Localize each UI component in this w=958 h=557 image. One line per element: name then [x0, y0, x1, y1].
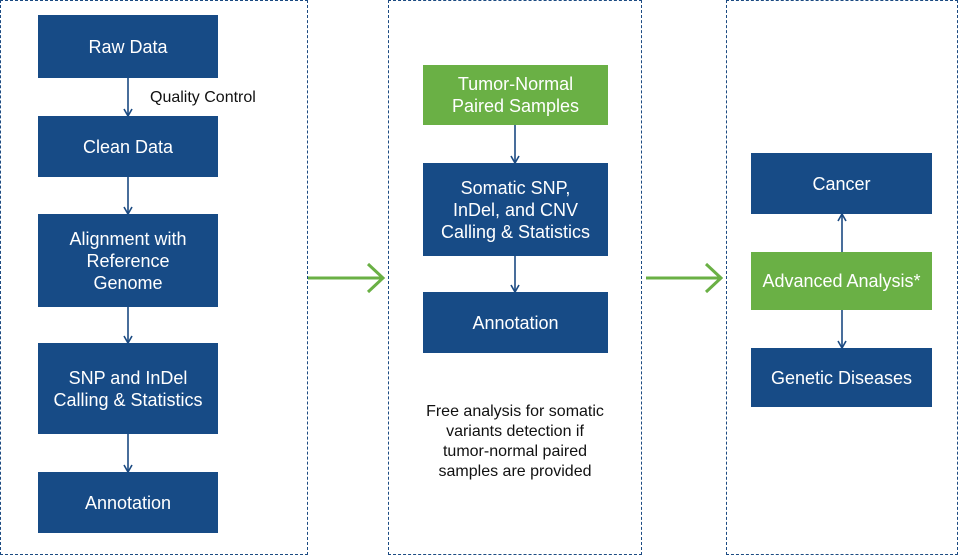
note-free-analysis: Free analysis for somatic variants detec… [426, 403, 604, 480]
box-genetic-diseases: Genetic Diseases [751, 348, 932, 407]
box-alignment-reference-genome: Alignment with Reference Genome [38, 214, 218, 307]
panel-somatic-pipeline [388, 0, 642, 555]
box-advanced-analysis: Advanced Analysis* [751, 252, 932, 310]
box-tumor-normal-paired-samples: Tumor-Normal Paired Samples [423, 65, 608, 125]
box-clean-data: Clean Data [38, 116, 218, 177]
box-raw-data: Raw Data [38, 15, 218, 78]
box-somatic-calling: Somatic SNP, InDel, and CNV Calling & St… [423, 163, 608, 256]
green-arrow-panel2-to-panel3 [646, 262, 724, 294]
panel-germline-pipeline [0, 0, 308, 555]
box-annotation-germline: Annotation [38, 472, 218, 533]
label-quality-control: Quality Control [150, 89, 256, 106]
box-snp-indel-calling: SNP and InDel Calling & Statistics [38, 343, 218, 434]
box-cancer: Cancer [751, 153, 932, 214]
box-annotation-somatic: Annotation [423, 292, 608, 353]
green-arrow-panel1-to-panel2 [308, 262, 386, 294]
